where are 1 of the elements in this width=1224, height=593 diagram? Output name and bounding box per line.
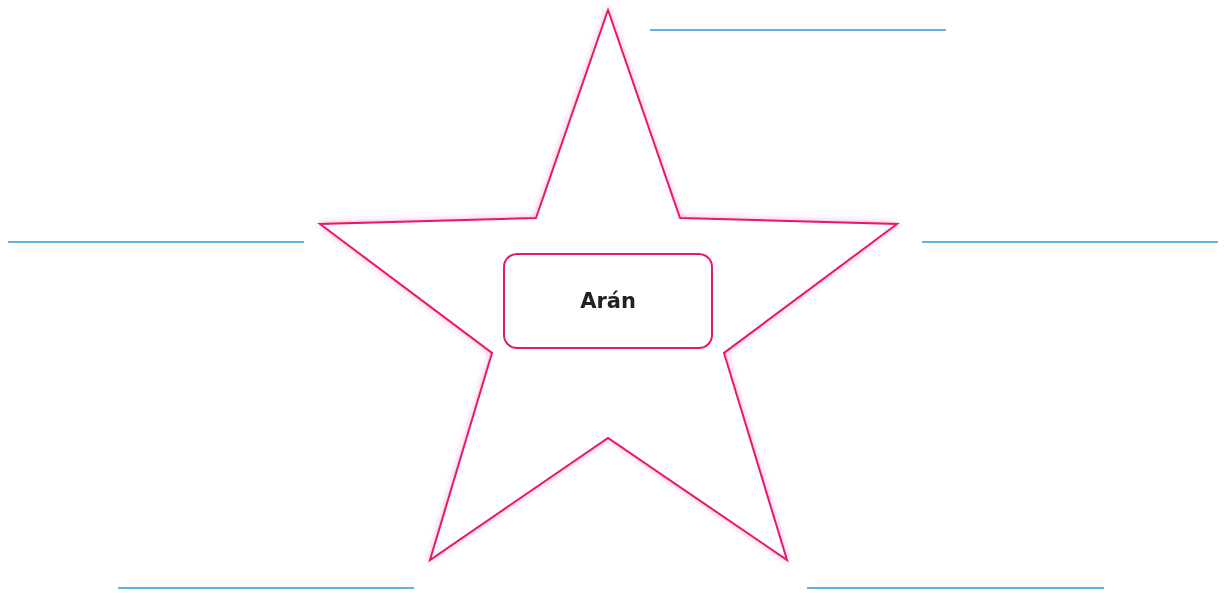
label-box: Arán (503, 253, 713, 349)
